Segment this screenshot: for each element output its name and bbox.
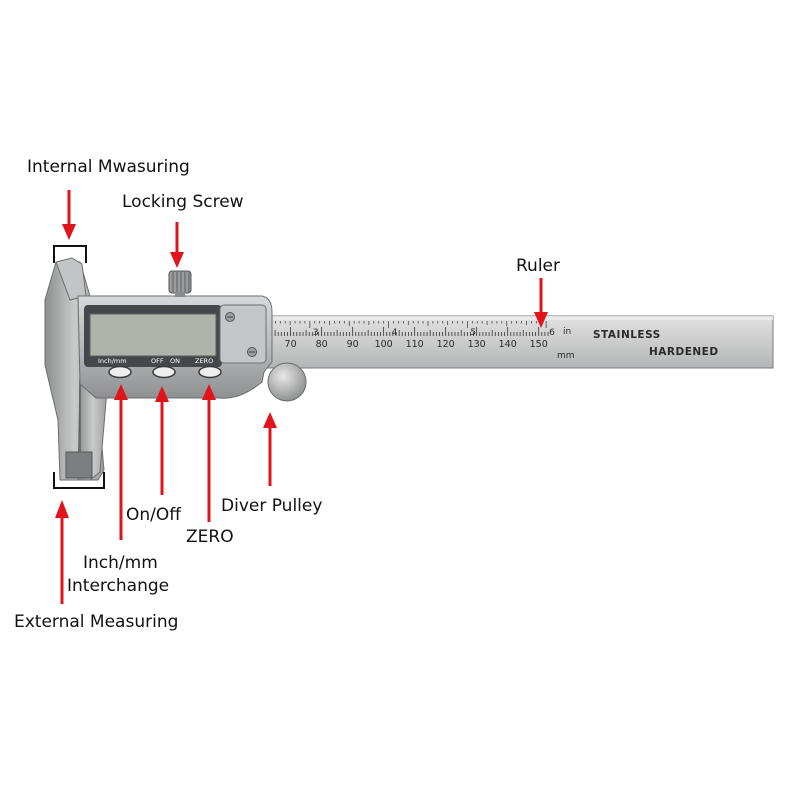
annotation-labels: Internal Mwasuring Locking Screw Ruler O… xyxy=(14,157,560,632)
unit-mm: mm xyxy=(557,351,575,361)
ruler-scale: 70 80 90 100 110 120 130 140 150 3 4 5 6 xyxy=(271,321,555,350)
label-internal-measuring: Internal Mwasuring xyxy=(27,157,190,177)
label-locking-screw: Locking Screw xyxy=(122,192,244,212)
mm-scale-label: 90 xyxy=(347,339,359,350)
btn-label-off: OFF xyxy=(151,357,164,365)
mm-scale-label: 150 xyxy=(530,339,548,350)
stamp-hardened: HARDENED xyxy=(649,346,719,358)
caliper: 70 80 90 100 110 120 130 140 150 3 4 5 6 in mm STAIN… xyxy=(44,257,774,481)
label-zero: ZERO xyxy=(186,527,234,547)
btn-label-on: ON xyxy=(170,357,180,365)
arrows xyxy=(55,190,548,604)
label-on-off: On/Off xyxy=(126,505,182,525)
lcd-screen xyxy=(89,313,217,357)
zero-button[interactable] xyxy=(198,365,222,379)
internal-jaw xyxy=(55,257,87,301)
label-interchange: Interchange xyxy=(67,576,169,596)
mm-scale-label: 110 xyxy=(406,339,424,350)
mm-scale-label: 140 xyxy=(499,339,517,350)
inch-scale-label: 3 xyxy=(313,328,319,338)
label-external-measuring: External Measuring xyxy=(14,612,178,632)
mm-scale-label: 120 xyxy=(437,339,455,350)
label-inch-mm: Inch/mm xyxy=(83,553,158,573)
inch-scale-label: 6 xyxy=(549,328,555,338)
stamp-stainless: STAINLESS xyxy=(593,329,661,341)
internal-bracket xyxy=(53,245,87,263)
on-off-button[interactable] xyxy=(152,365,176,379)
btn-label-zero: ZERO xyxy=(195,357,213,365)
label-diver-pulley: Diver Pulley xyxy=(221,496,322,516)
mm-scale-label: 80 xyxy=(316,339,328,350)
unit-in: in xyxy=(563,327,571,337)
label-ruler: Ruler xyxy=(516,256,560,276)
btn-label-inch-mm: Inch/mm xyxy=(98,357,127,365)
inch-scale-label: 4 xyxy=(392,328,398,338)
external-bracket xyxy=(53,472,105,489)
locking-screw[interactable] xyxy=(168,270,192,294)
mm-scale-label: 100 xyxy=(375,339,393,350)
inch-scale-label: 5 xyxy=(470,328,476,338)
diver-pulley[interactable] xyxy=(267,362,307,402)
ruler-beam xyxy=(254,315,774,369)
mm-scale-label: 130 xyxy=(468,339,486,350)
inch-mm-button[interactable] xyxy=(108,365,132,379)
mm-scale-label: 70 xyxy=(285,339,297,350)
